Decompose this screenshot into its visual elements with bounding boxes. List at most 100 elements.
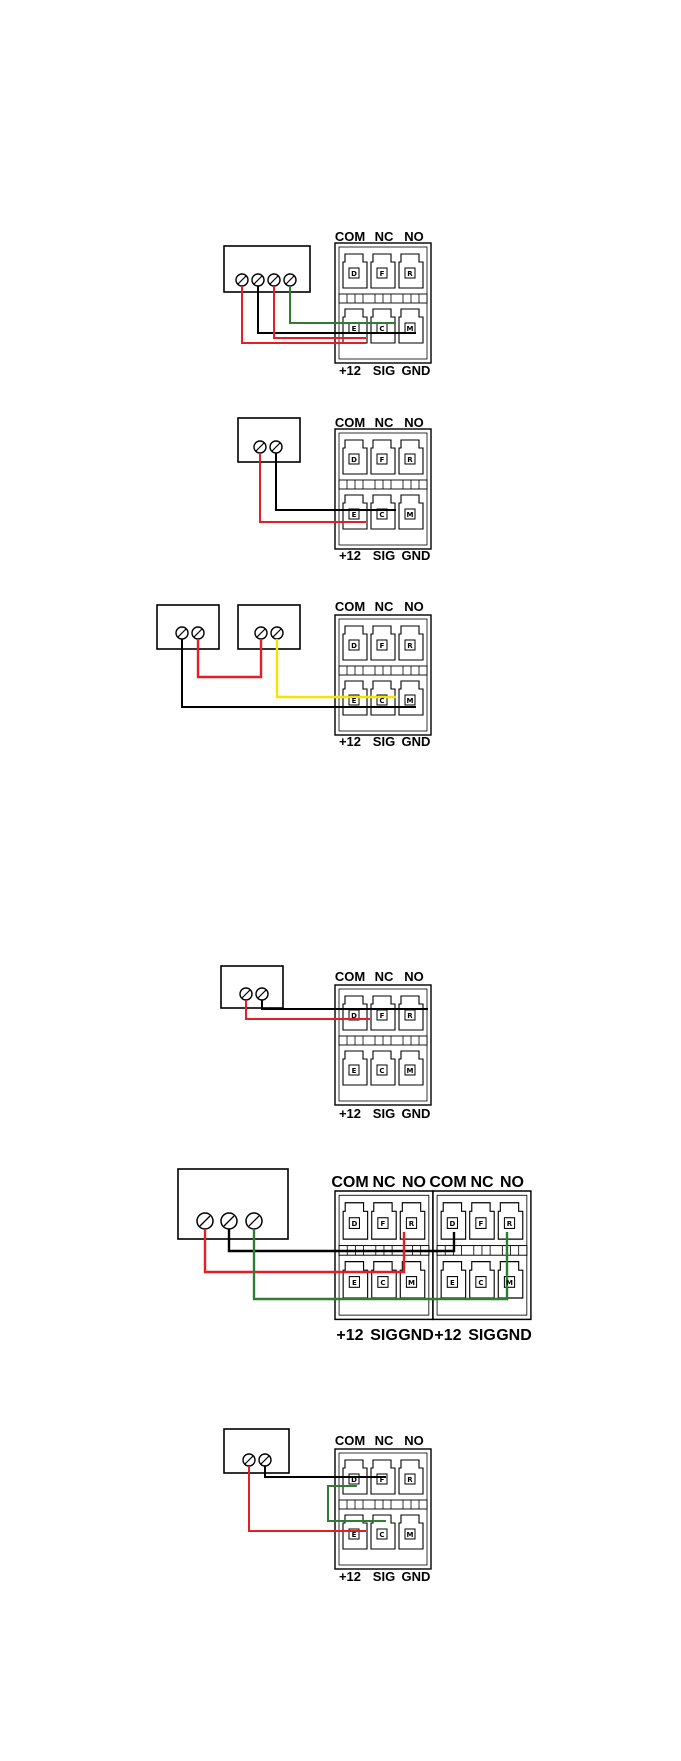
screw-terminal-icon [268, 274, 280, 286]
terminal-letter: E [450, 1279, 455, 1287]
device-box [221, 966, 283, 1008]
label-sig: SIG [373, 363, 395, 378]
label-gnd: GND [398, 1327, 434, 1344]
terminal-letter: M [506, 1279, 513, 1287]
terminal-letter: D [351, 270, 357, 278]
label-nc: NC [375, 969, 394, 984]
terminal-letter: D [351, 1220, 357, 1228]
screw-terminal-icon [243, 1454, 255, 1466]
label-gnd: GND [402, 734, 431, 749]
terminal-letter: C [478, 1279, 483, 1287]
label-gnd: GND [402, 1569, 431, 1584]
label-gnd: GND [496, 1327, 532, 1344]
screw-terminal-icon [252, 274, 264, 286]
label-no: NO [404, 969, 424, 984]
screw-terminal-icon [254, 441, 266, 453]
label-gnd: GND [402, 363, 431, 378]
terminal-block [335, 1449, 431, 1569]
terminal-letter: F [380, 270, 385, 278]
terminal-letter: D [351, 1476, 357, 1484]
terminal-letter: F [380, 642, 385, 650]
label-nc: NC [375, 229, 394, 244]
wiring-diagram-3: COM NC NO +12 SIG GND [157, 599, 431, 749]
terminal-letter: F [479, 1220, 484, 1228]
screw-terminal-icon [255, 627, 267, 639]
terminal-letter: E [352, 1067, 357, 1075]
label-sig: SIG [468, 1327, 496, 1344]
terminal-letter: R [407, 642, 413, 650]
device-box [224, 1429, 289, 1473]
terminal-letter: D [351, 642, 357, 650]
label-plus12: +12 [339, 1106, 361, 1121]
wiring-diagram-4: COM NC NO +12 SIG GND [221, 966, 431, 1121]
label-com: COM [331, 1174, 368, 1191]
terminal-block [335, 243, 431, 363]
terminal-letter: D [351, 1012, 357, 1020]
screw-terminal-icon [221, 1213, 237, 1229]
terminal-letter: M [407, 1531, 414, 1539]
terminal-block [335, 429, 431, 549]
terminal-letter: R [407, 456, 413, 464]
terminal-letter: M [407, 697, 414, 705]
terminal-letter: M [407, 511, 414, 519]
terminal-letter: C [379, 697, 384, 705]
screw-terminal-icon [256, 988, 268, 1000]
screw-terminal-icon [259, 1454, 271, 1466]
terminal-letter: R [407, 1012, 413, 1020]
label-com: COM [335, 415, 365, 430]
label-no: NO [404, 1433, 424, 1448]
terminal-letter: E [352, 325, 357, 333]
terminal-letter: C [380, 1279, 385, 1287]
terminal-block [335, 985, 431, 1105]
terminal-letter: C [379, 1067, 384, 1075]
label-com: COM [429, 1174, 466, 1191]
device-box [238, 418, 300, 462]
label-sig: SIG [373, 734, 395, 749]
terminal-letter: E [352, 1531, 357, 1539]
screw-terminal-icon [240, 988, 252, 1000]
terminal-letter: E [352, 511, 357, 519]
label-plus12: +12 [339, 734, 361, 749]
terminal-letter: F [380, 456, 385, 464]
screw-terminal-icon [197, 1213, 213, 1229]
wiring-diagram-2: COM NC NO +12 SIG GND [238, 415, 431, 563]
screw-terminal-icon [270, 441, 282, 453]
label-sig: SIG [373, 1569, 395, 1584]
label-com: COM [335, 1433, 365, 1448]
terminal-letter: R [407, 270, 413, 278]
screw-terminal-icon [246, 1213, 262, 1229]
label-nc: NC [375, 415, 394, 430]
terminal-letter: E [352, 1279, 357, 1287]
label-plus12: +12 [339, 548, 361, 563]
wiring-diagram-5: COM NC NO COM NC NO +12 SIG GND +12 SIG … [178, 1169, 532, 1344]
wiring-diagram-6: COM NC NO +12 SIG GND [224, 1429, 431, 1584]
terminal-letter: M [407, 325, 414, 333]
terminal-letter: R [409, 1220, 415, 1228]
label-no: NO [402, 1174, 426, 1191]
terminal-block [335, 615, 431, 735]
terminal-letter: M [408, 1279, 415, 1287]
terminal-letter: R [507, 1220, 513, 1228]
label-nc: NC [375, 599, 394, 614]
label-com: COM [335, 969, 365, 984]
label-com: COM [335, 229, 365, 244]
screw-terminal-icon [271, 627, 283, 639]
label-gnd: GND [402, 548, 431, 563]
device-box [224, 246, 310, 292]
label-sig: SIG [370, 1327, 398, 1344]
label-plus12: +12 [339, 363, 361, 378]
screw-terminal-icon [236, 274, 248, 286]
label-sig: SIG [373, 548, 395, 563]
terminal-letter: C [379, 325, 384, 333]
terminal-letter: D [449, 1220, 455, 1228]
terminal-letter: F [380, 1012, 385, 1020]
label-gnd: GND [402, 1106, 431, 1121]
label-sig: SIG [373, 1106, 395, 1121]
terminal-letter: C [379, 511, 384, 519]
terminal-letter: C [379, 1531, 384, 1539]
terminal-letter: F [380, 1476, 385, 1484]
label-nc: NC [372, 1174, 396, 1191]
label-no: NO [500, 1174, 524, 1191]
label-no: NO [404, 229, 424, 244]
